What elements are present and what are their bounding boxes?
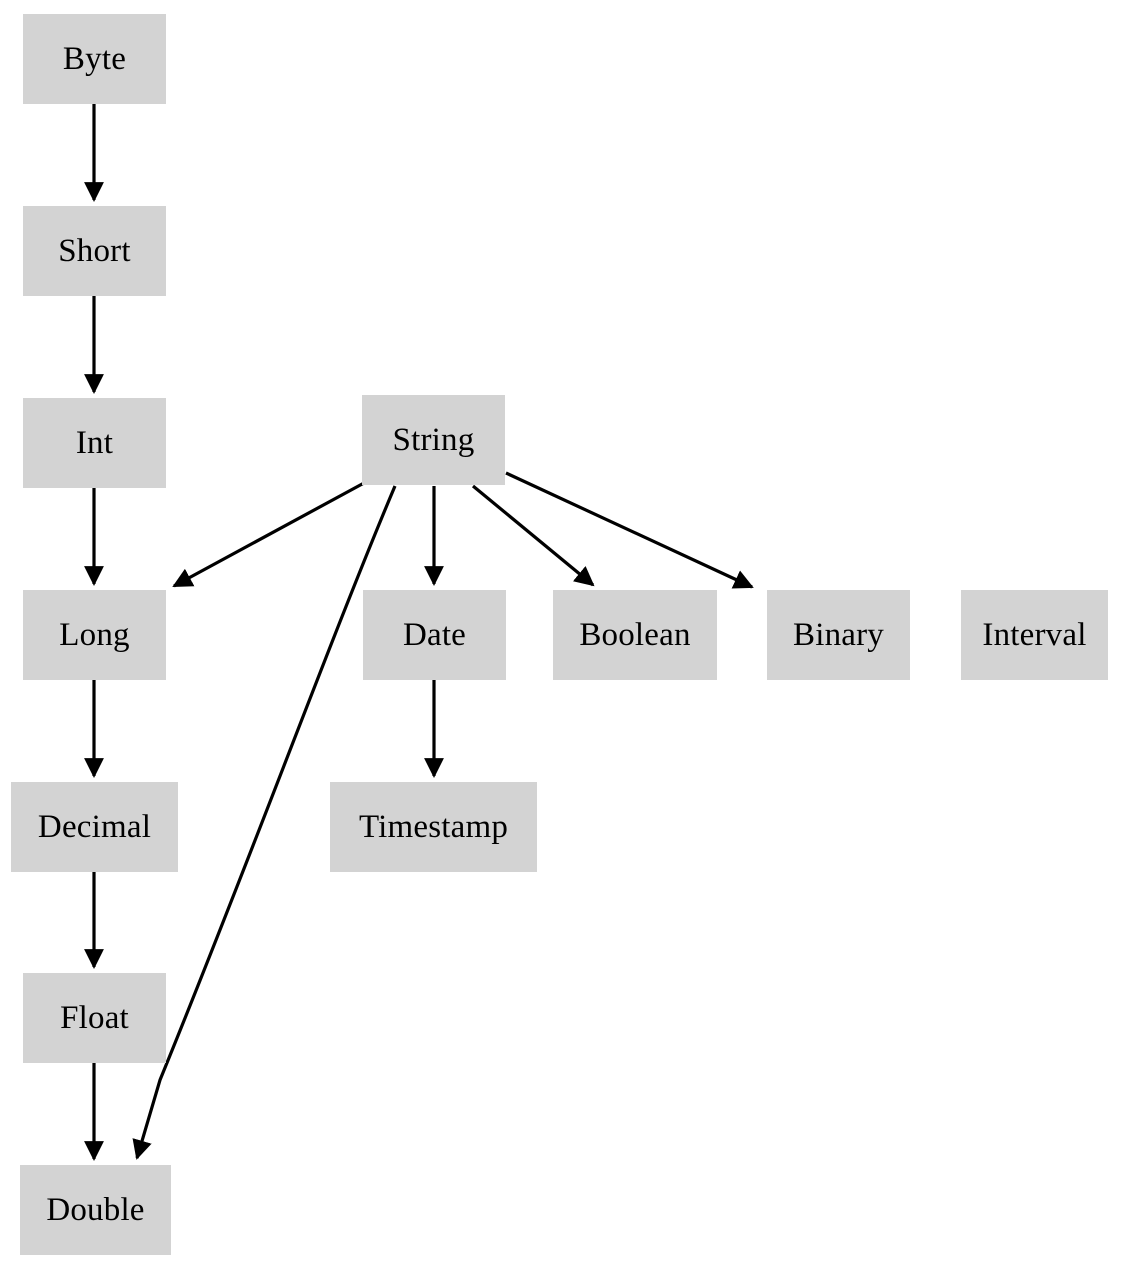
node-interval[interactable]: Interval (961, 590, 1108, 680)
edge-string-long (172, 481, 365, 588)
node-double[interactable]: Double (20, 1165, 171, 1255)
edge-string-binary (505, 471, 754, 589)
node-byte[interactable]: Byte (23, 14, 166, 104)
node-label-binary: Binary (792, 616, 884, 653)
node-label-int: Int (75, 424, 114, 461)
node-binary[interactable]: Binary (767, 590, 910, 680)
node-label-float: Float (60, 999, 129, 1036)
node-boolean[interactable]: Boolean (553, 590, 717, 680)
node-label-short: Short (58, 232, 131, 269)
node-decimal[interactable]: Decimal (11, 782, 178, 872)
node-label-interval: Interval (982, 616, 1087, 653)
node-label-date: Date (402, 616, 467, 653)
node-label-byte: Byte (62, 40, 127, 77)
node-short[interactable]: Short (23, 206, 166, 296)
node-int[interactable]: Int (23, 398, 166, 488)
node-label-long: Long (59, 616, 130, 653)
node-label-double: Double (46, 1191, 145, 1228)
node-timestamp[interactable]: Timestamp (330, 782, 537, 872)
node-date[interactable]: Date (363, 590, 506, 680)
node-float[interactable]: Float (23, 973, 166, 1063)
node-label-boolean: Boolean (579, 616, 691, 653)
node-label-timestamp: Timestamp (358, 808, 509, 845)
node-string[interactable]: String (362, 395, 505, 485)
node-label-string: String (392, 421, 475, 458)
node-long[interactable]: Long (23, 590, 166, 680)
node-label-decimal: Decimal (37, 808, 152, 845)
edge-string-boolean (471, 484, 595, 587)
